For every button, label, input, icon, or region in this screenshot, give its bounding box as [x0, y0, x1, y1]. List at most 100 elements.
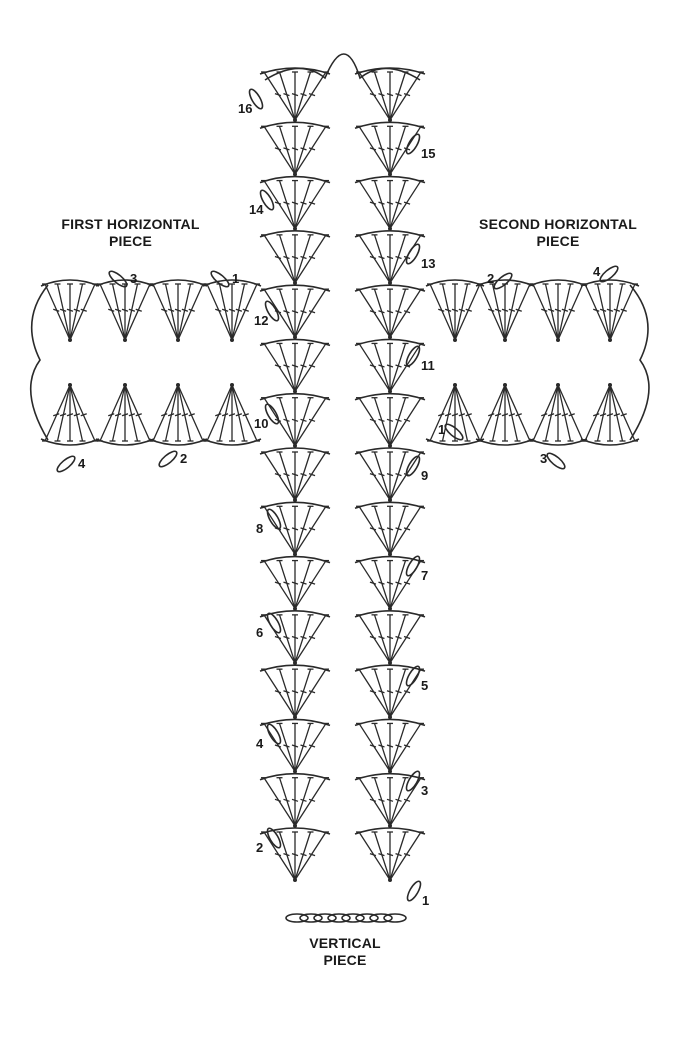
stitch-bar [395, 310, 402, 314]
stitch-fan [580, 279, 640, 342]
stitch [294, 397, 327, 447]
base-stitch [293, 172, 297, 177]
stitch-bar [274, 255, 282, 260]
stitch [294, 723, 327, 772]
stitch-fan [354, 664, 426, 720]
stitch-bar [300, 581, 307, 585]
stitch-bar [369, 255, 377, 260]
stitch-bar [378, 418, 385, 422]
stitch-fan [95, 383, 155, 446]
chain-arc [354, 175, 426, 184]
stitch [263, 180, 296, 229]
stitch-bar [386, 92, 394, 97]
stitch [389, 777, 422, 827]
chain-loop [248, 88, 264, 110]
stitch [278, 451, 296, 501]
stitch-bar [161, 413, 168, 417]
base-stitch [388, 823, 392, 828]
stitch-fan [528, 383, 588, 446]
stitch-fan [354, 447, 426, 502]
stitch [263, 288, 296, 338]
top-chain-peak [264, 53, 421, 81]
stitch [294, 614, 327, 664]
stitch-bar [403, 852, 411, 857]
stitch-bar [300, 255, 307, 260]
stitch-bar [308, 852, 316, 857]
stitch-fan [40, 279, 100, 342]
stitch-bar [283, 635, 290, 640]
base-stitch [293, 498, 297, 502]
stitch-bar [188, 413, 195, 417]
stitch-bar [395, 92, 402, 97]
stitch-bar [300, 92, 307, 97]
stitch-bar [308, 472, 316, 477]
stitch-fan [259, 555, 331, 611]
stitch-bar [291, 798, 299, 802]
stitch-bar [444, 413, 452, 417]
chain-arc [95, 438, 155, 446]
base-stitch [293, 823, 297, 828]
stitch-bar [188, 308, 195, 312]
stitch-bar [501, 308, 509, 312]
stitch-bar [369, 527, 377, 531]
stitch-bar [438, 413, 445, 417]
stitch [294, 560, 312, 609]
stitch-bar [369, 418, 377, 422]
stitch [389, 288, 422, 338]
stitch-bar [403, 201, 411, 205]
base-stitch [388, 769, 392, 774]
stitch-bar [386, 147, 394, 151]
stitch-bar [291, 581, 299, 585]
base-stitch [293, 660, 297, 665]
stitch [609, 283, 636, 341]
stitch-fan [40, 383, 100, 446]
base-stitch [293, 389, 297, 394]
stitch-bar [228, 308, 236, 312]
stitch-bar [488, 308, 495, 312]
stitch-bar [378, 852, 385, 857]
vertical-row-number: 1 [422, 893, 429, 908]
stitch-fan [259, 230, 331, 285]
stitch-bar [128, 308, 136, 312]
base-stitch [123, 338, 127, 342]
stitch [389, 451, 407, 501]
chain-loop [369, 913, 393, 923]
stitch-bar [395, 581, 402, 585]
stitch [358, 777, 391, 827]
stitch [263, 777, 296, 827]
first-horizontal-row-number: 1 [232, 271, 239, 286]
stitch [294, 288, 312, 338]
stitch [278, 614, 296, 664]
stitch-bar [378, 147, 385, 151]
stitch [294, 560, 327, 609]
stitch [263, 234, 296, 284]
stitch-fan [354, 555, 426, 611]
stitch [596, 384, 611, 442]
stitch [454, 283, 481, 341]
base-stitch [176, 338, 180, 342]
stitch-bar [274, 798, 282, 802]
stitch [491, 384, 506, 442]
stitch-bar [291, 418, 299, 422]
base-stitch [293, 118, 297, 122]
stitch-bar [606, 308, 614, 312]
stitch [609, 384, 624, 442]
stitch [294, 505, 327, 555]
stitch [177, 283, 204, 341]
stitch-bar [291, 744, 299, 748]
stitch [69, 384, 84, 442]
stitch-fan [259, 338, 331, 394]
stitch [99, 283, 126, 341]
stitch-bar [369, 364, 377, 368]
stitch [596, 283, 611, 341]
stitch [373, 397, 391, 446]
stitch-bar [283, 418, 290, 422]
chain-arc [354, 555, 426, 564]
stitch-bar [403, 527, 411, 531]
stitch [69, 283, 96, 341]
stitch [278, 71, 296, 121]
stitch-bar [403, 798, 411, 802]
stitch-bar [386, 635, 394, 640]
stitch-bar [283, 201, 290, 205]
